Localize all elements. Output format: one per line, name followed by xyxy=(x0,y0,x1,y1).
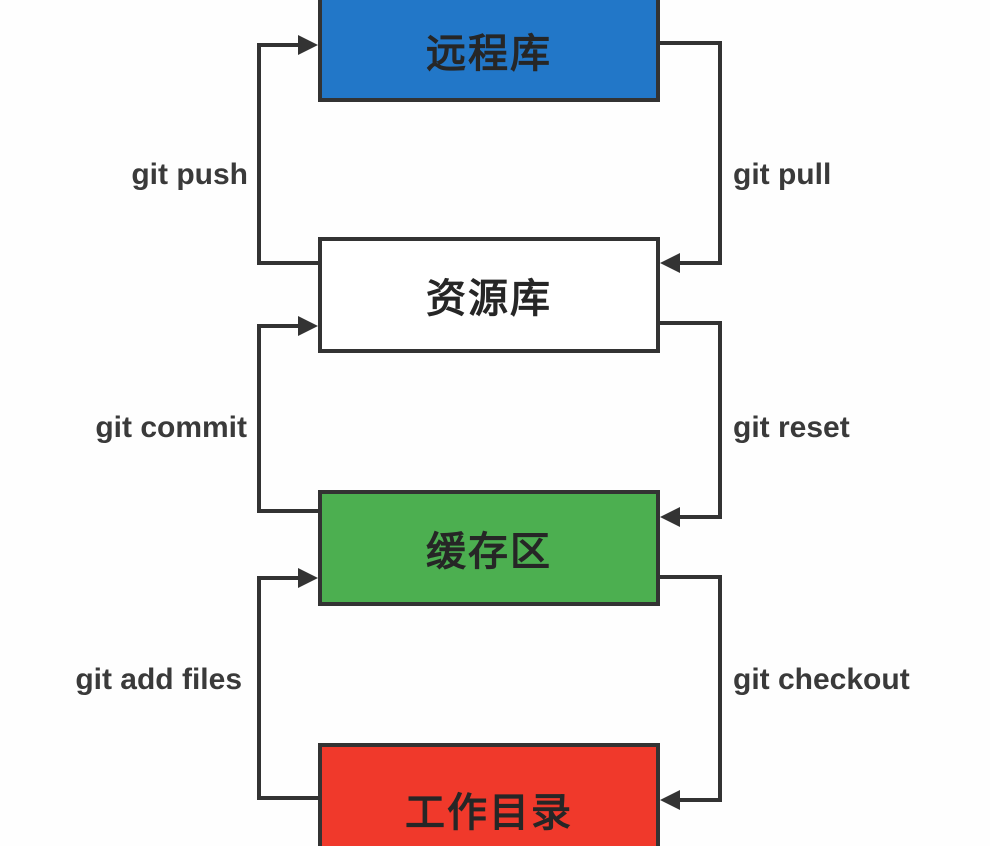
edge-label-git-pull: git pull xyxy=(733,158,832,191)
edge-label-git-add-files: git add files xyxy=(75,663,242,696)
node-remote-label: 远程库 xyxy=(426,32,552,76)
edge-label-git-commit: git commit xyxy=(95,411,247,444)
edge-label-git-push: git push xyxy=(131,158,248,191)
node-workdir-label: 工作目录 xyxy=(405,791,573,835)
edge-commit-line xyxy=(257,316,318,513)
edge-label-git-checkout: git checkout xyxy=(733,663,910,696)
edge-label-git-reset: git reset xyxy=(733,411,850,444)
node-staging-area: 缓存区 xyxy=(318,490,660,606)
edge-add-line xyxy=(257,568,318,800)
node-repository-label: 资源库 xyxy=(426,277,552,321)
node-local-repository: 资源库 xyxy=(318,237,660,353)
node-remote-repository: 远程库 xyxy=(318,0,660,102)
edge-reset-line xyxy=(660,321,722,527)
node-stage-label: 缓存区 xyxy=(426,530,552,574)
edge-push-line xyxy=(257,35,318,265)
edge-checkout-line xyxy=(660,575,722,810)
node-working-directory: 工作目录 xyxy=(318,743,660,846)
edge-pull-line xyxy=(660,41,722,273)
